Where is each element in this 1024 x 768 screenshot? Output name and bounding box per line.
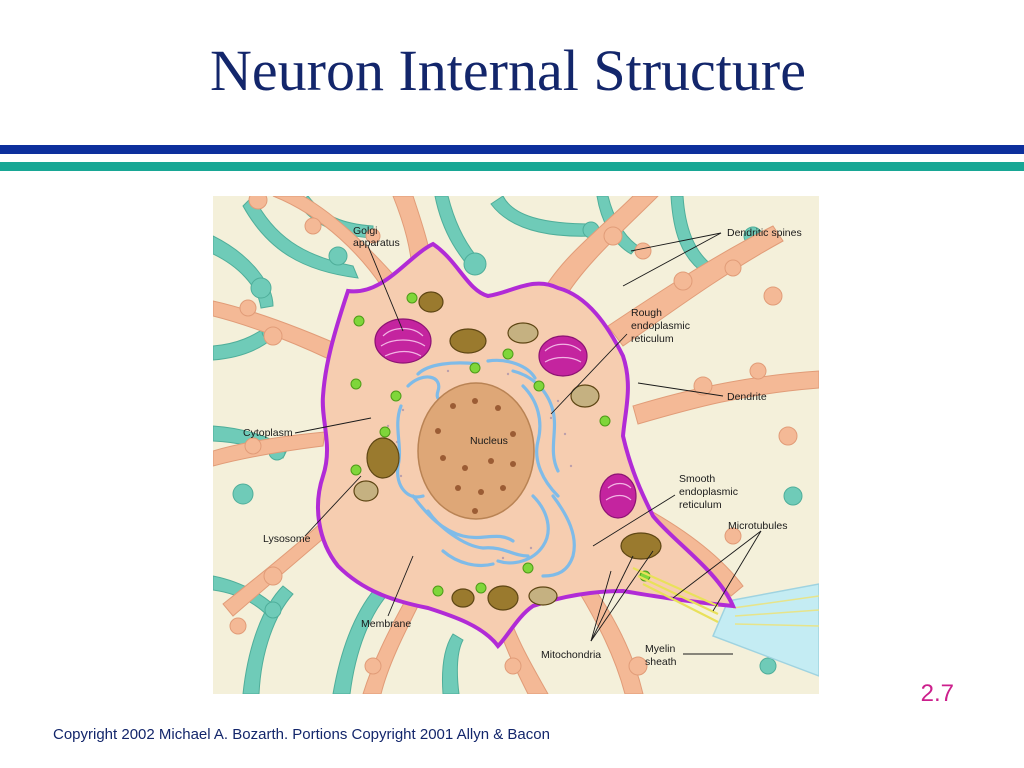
label-rough-er-1: Rough [631, 307, 662, 319]
leader-lines [294, 232, 762, 655]
copyright-notice: Copyright 2002 Michael A. Bozarth. Porti… [53, 726, 550, 743]
label-smooth-er-3: reticulum [679, 499, 722, 511]
golgi-apparatus [374, 318, 637, 519]
neuron-illustration: Golgi apparatus Dendritic spines Rough e… [213, 196, 819, 694]
slide-number: 2.7 [920, 680, 954, 707]
label-myelin-1: Myelin [645, 643, 676, 655]
nucleus [417, 382, 535, 520]
lysosomes [350, 292, 651, 597]
title-rule-teal [0, 162, 1024, 171]
label-dendrite: Dendrite [727, 391, 767, 403]
label-dendritic-spines: Dendritic spines [727, 227, 802, 239]
label-microtubules: Microtubules [728, 520, 788, 532]
label-myelin-2: sheath [645, 656, 677, 668]
label-smooth-er-1: Smooth [679, 473, 715, 485]
myelin-sheath [712, 583, 819, 677]
label-lysosome: Lysosome [263, 533, 311, 545]
label-cytoplasm: Cytoplasm [243, 427, 293, 439]
slide-title: Neuron Internal Structure [210, 38, 806, 103]
diagram-labels: Golgi apparatus Dendritic spines Rough e… [243, 225, 802, 668]
neuron-diagram: Golgi apparatus Dendritic spines Rough e… [213, 196, 819, 694]
title-rule-blue [0, 145, 1024, 154]
mitochondria [353, 291, 662, 611]
label-rough-er-3: reticulum [631, 333, 674, 345]
label-golgi-1: Golgi [353, 225, 378, 237]
microtubules [632, 566, 719, 623]
label-nucleus: Nucleus [470, 435, 508, 447]
label-golgi-2: apparatus [353, 237, 400, 249]
label-mitochondria: Mitochondria [541, 649, 601, 661]
label-smooth-er-2: endoplasmic [679, 486, 738, 498]
label-rough-er-2: endoplasmic [631, 320, 690, 332]
label-membrane: Membrane [361, 618, 411, 630]
endoplasmic-reticulum [396, 358, 576, 578]
